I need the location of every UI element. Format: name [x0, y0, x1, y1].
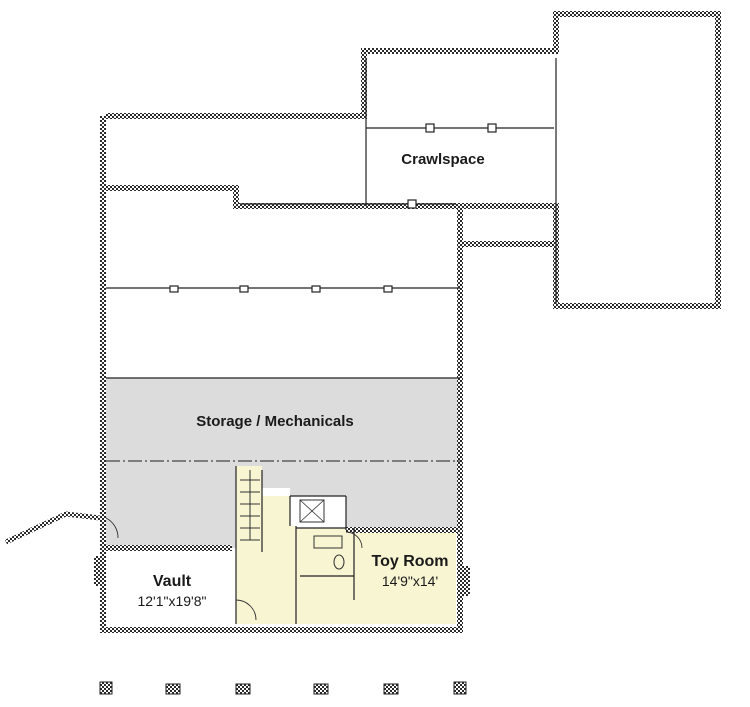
storage-label: Storage / Mechanicals: [196, 413, 354, 430]
partition-lines: [106, 58, 557, 624]
shower: [299, 499, 325, 523]
pilaster-right: [462, 566, 470, 596]
pier-blocks: [99, 681, 467, 695]
exterior-walls: [100, 11, 721, 633]
vanity: [313, 535, 343, 549]
crawlspace-label: Crawlspace: [401, 151, 484, 168]
pilaster-left: [94, 556, 102, 586]
vault-dims: 12'1"x19'8": [137, 593, 206, 609]
vault-label: Vault: [153, 573, 192, 590]
beam-posts: [169, 123, 497, 293]
exterior-walkway: [4, 511, 101, 545]
stairs: [240, 470, 260, 541]
toy-room-fill: [354, 530, 456, 624]
toy-room-dims: 14'9"x14': [382, 573, 438, 589]
toy-room-label: Toy Room: [371, 553, 448, 570]
storage-area-fill: [106, 378, 460, 548]
doors: [105, 517, 363, 621]
stair-hall-fill: [236, 466, 296, 624]
toilet-icon: [333, 554, 345, 570]
